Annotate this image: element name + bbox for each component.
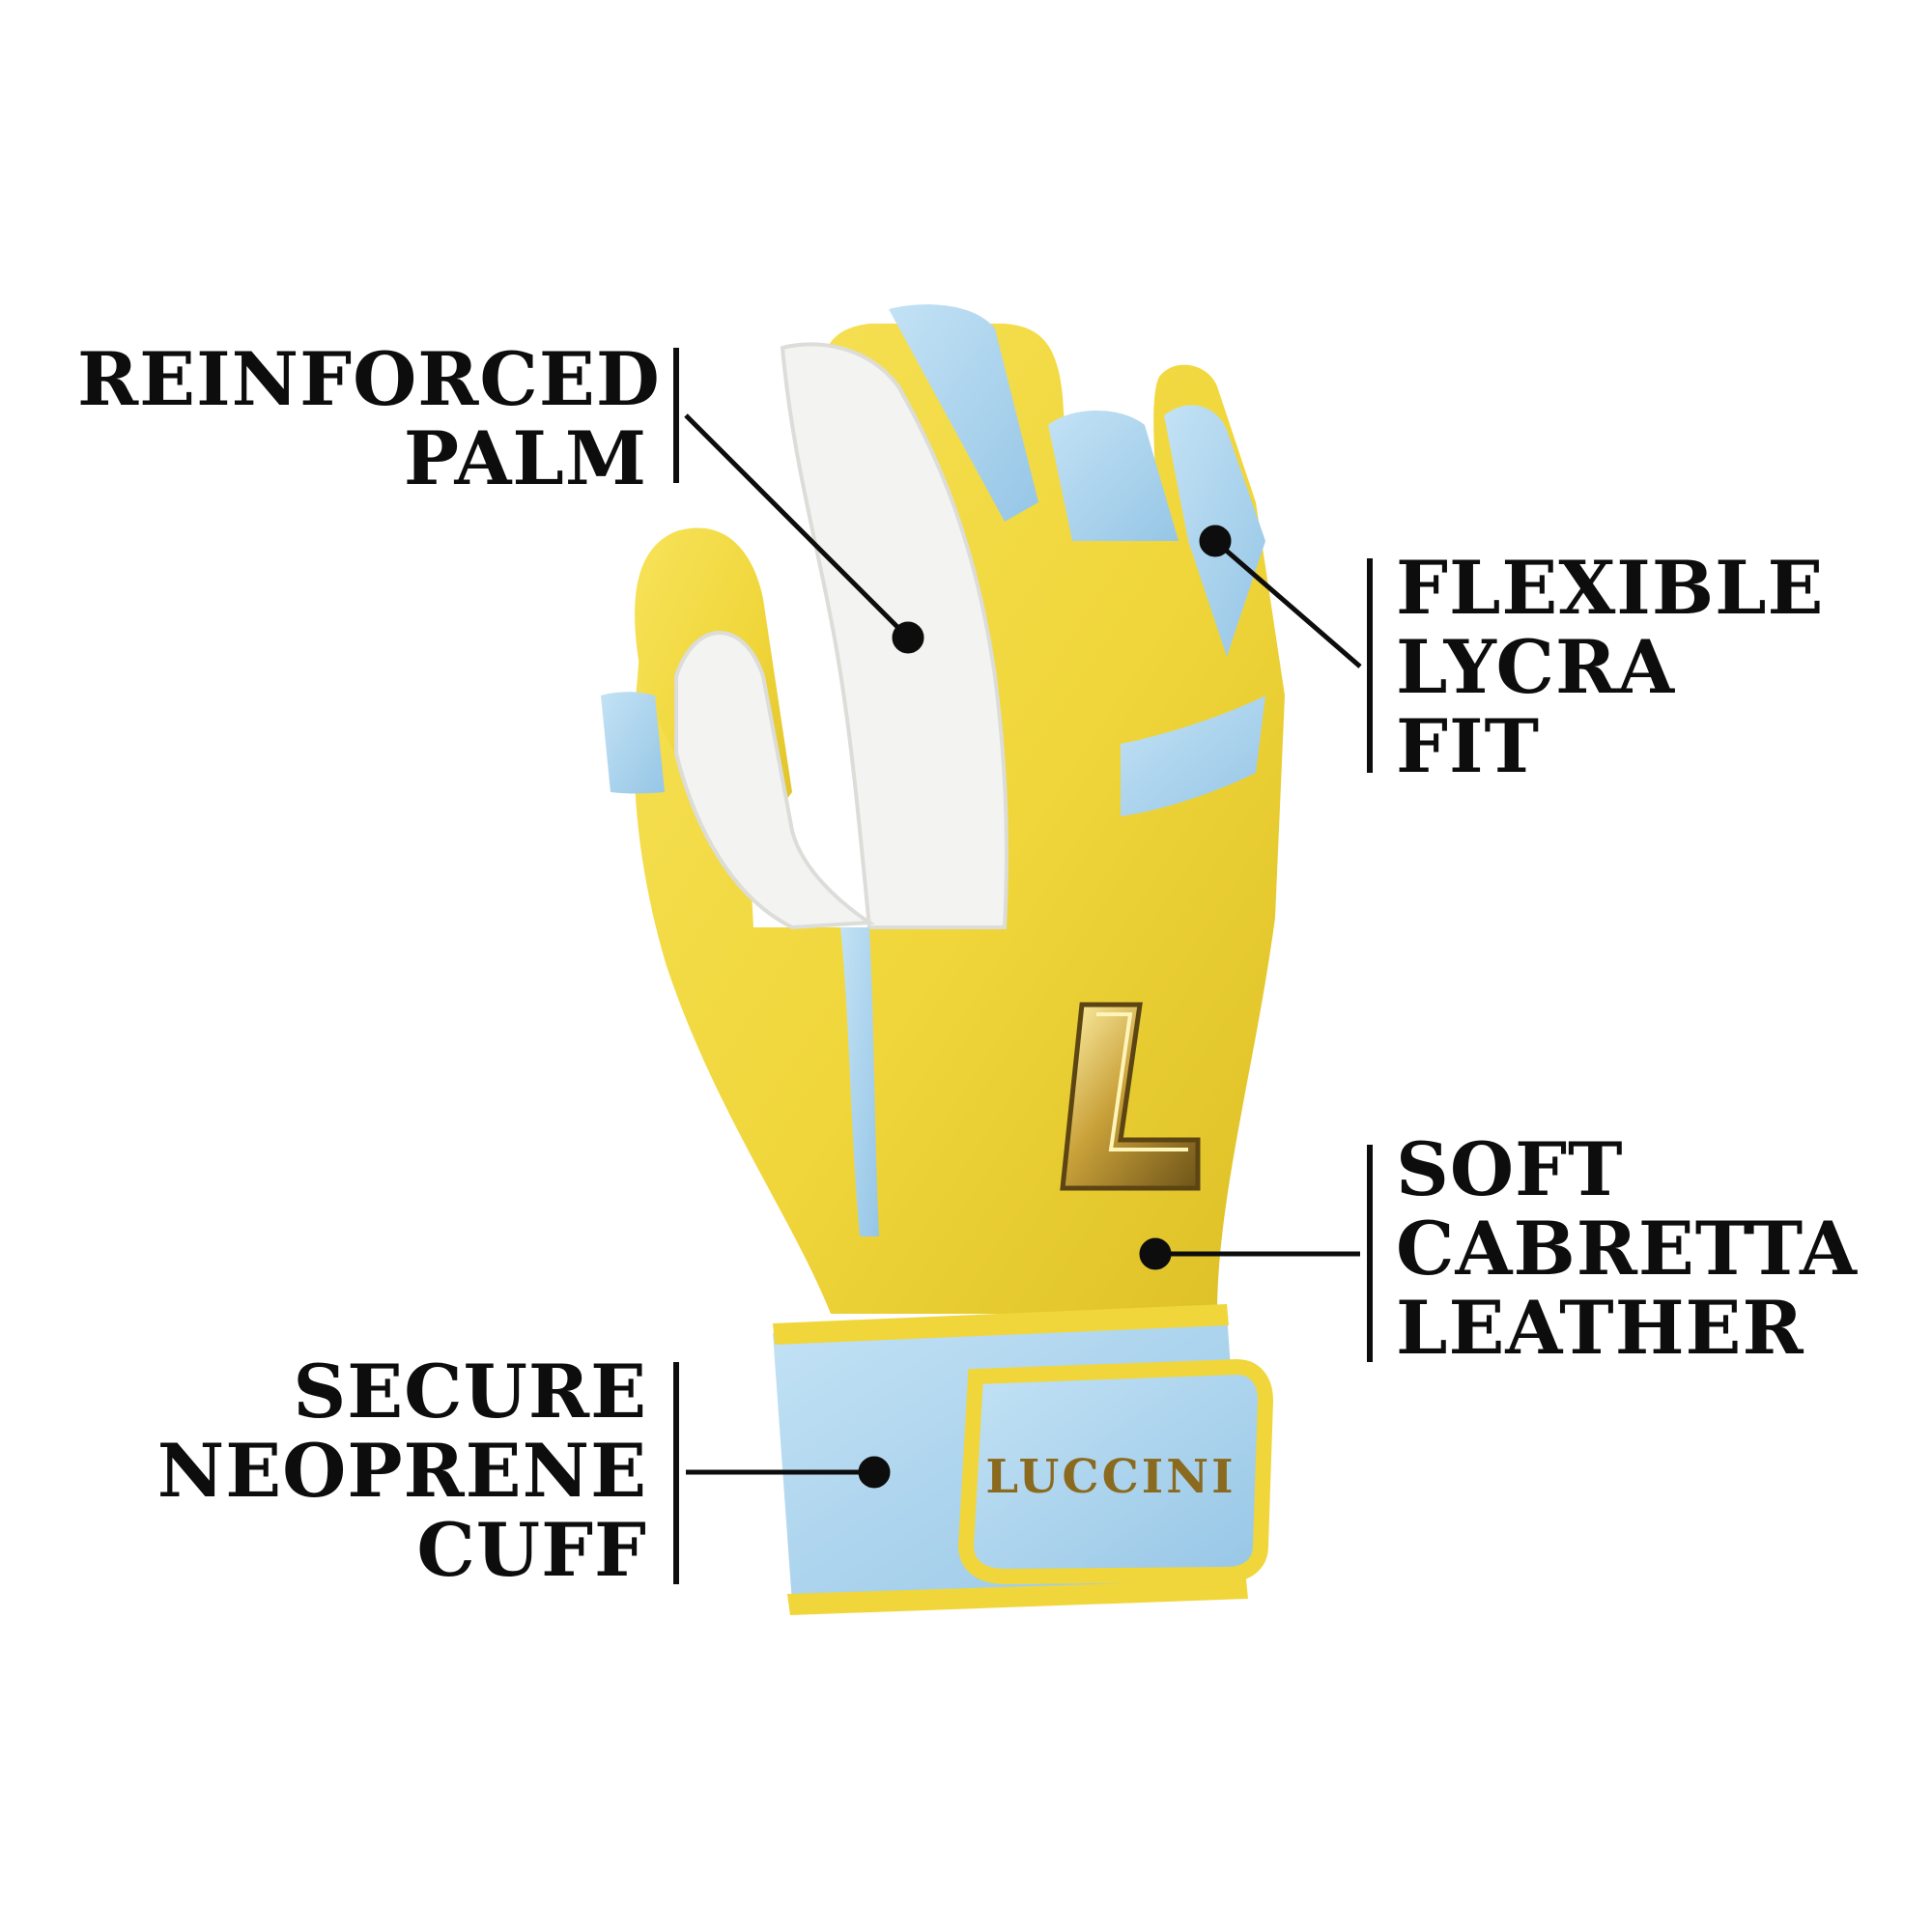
callout-line: FLEXIBLE — [1396, 545, 1825, 631]
callout-line: SOFT — [1396, 1126, 1624, 1212]
cuff-tab — [957, 1358, 1274, 1585]
callout-line: SECURE — [293, 1349, 647, 1435]
lycra-side-strip — [840, 927, 879, 1236]
callout-line: LEATHER — [1396, 1285, 1804, 1371]
callout-line: FIT — [1396, 703, 1541, 789]
lycra-thumb-band — [601, 692, 665, 794]
callout-flexible-lycra-fit: FLEXIBLE LYCRA FIT — [1396, 549, 1898, 786]
callout-reinforced-palm: REINFORCED PALM — [77, 336, 661, 501]
callout-line: CABRETTA — [1396, 1206, 1858, 1292]
callout-line: CUFF — [416, 1507, 647, 1593]
callout-line: LYCRA — [1396, 624, 1676, 710]
callout-line: NEOPRENE — [156, 1428, 647, 1514]
cuff-trim-bottom — [787, 1579, 1248, 1615]
lycra-panel-1 — [889, 304, 1038, 522]
lycra-panel-4 — [1121, 696, 1265, 816]
callout-line: PALM — [403, 415, 647, 501]
callout-line: REINFORCED — [77, 336, 661, 422]
lycra-panel-2 — [1048, 411, 1179, 541]
cuff-trim-top — [773, 1304, 1229, 1345]
callout-soft-cabretta-leather: SOFT CABRETTA LEATHER — [1396, 1130, 1898, 1368]
thumb-palm-panel — [674, 631, 876, 930]
cuff-brand-text: LUCCINI — [985, 1450, 1236, 1504]
logo-badge — [1060, 1002, 1201, 1191]
callout-connectors — [673, 348, 1373, 1584]
callout-secure-neoprene-cuff: SECURE NEOPRENE CUFF — [145, 1352, 647, 1590]
